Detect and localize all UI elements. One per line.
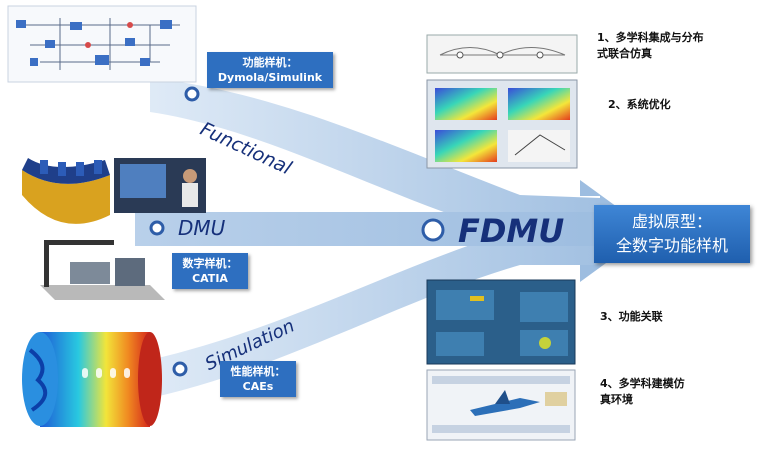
engineer-photo [114, 158, 206, 213]
functional-node [184, 86, 200, 102]
caption-1-line2: 式联合仿真 [597, 47, 652, 60]
aircraft-structure-image [22, 158, 110, 224]
functional-box-line2: Dymola/Simulink [217, 71, 323, 84]
schematic-image [7, 5, 197, 83]
modeling-environment-thumbnail [426, 369, 576, 441]
optimization-thumbnail [426, 79, 578, 169]
dmu-label: DMU [178, 216, 226, 240]
fdmu-label: FDMU [458, 212, 565, 250]
performance-box-line1: 性能样机： [230, 365, 286, 378]
simulation-arrow-band [150, 232, 600, 398]
digital-box-line1: 数字样机： [182, 257, 238, 270]
simulation-node [172, 361, 188, 377]
performance-box-line2: CAEs [242, 380, 274, 393]
caption-integration: 1、多学科集成与分布 式联合仿真 [597, 30, 704, 62]
functional-arrow-band [150, 78, 600, 232]
target-line1: 虚拟原型： [631, 212, 712, 231]
simulation-cylinder-image [22, 332, 162, 427]
virtual-prototype-box: 虚拟原型： 全数字功能样机 [594, 205, 750, 263]
performance-prototype-box: 性能样机： CAEs [220, 361, 296, 397]
test-rig-image [40, 240, 165, 300]
caption-modeling-environment: 4、多学科建模仿 真环境 [600, 376, 685, 408]
integration-thumbnail [426, 34, 578, 74]
digital-box-line2: CATIA [192, 272, 228, 285]
functional-prototype-box: 功能样机： Dymola/Simulink [207, 52, 333, 88]
caption-4-line1: 4、多学科建模仿 [600, 377, 685, 390]
dmu-arrow-band [135, 212, 605, 246]
caption-function-correlation: 3、功能关联 [600, 310, 663, 323]
caption-4-line2: 真环境 [600, 393, 633, 406]
functional-box-line1: 功能样机： [242, 56, 298, 69]
dmu-node [149, 220, 165, 236]
function-correlation-thumbnail [426, 279, 576, 365]
caption-1-line1: 1、多学科集成与分布 [597, 31, 704, 44]
digital-prototype-box: 数字样机： CATIA [172, 253, 248, 289]
caption-optimization: 2、系统优化 [608, 98, 671, 111]
fdmu-node [421, 218, 445, 242]
target-line2: 全数字功能样机 [615, 236, 728, 255]
